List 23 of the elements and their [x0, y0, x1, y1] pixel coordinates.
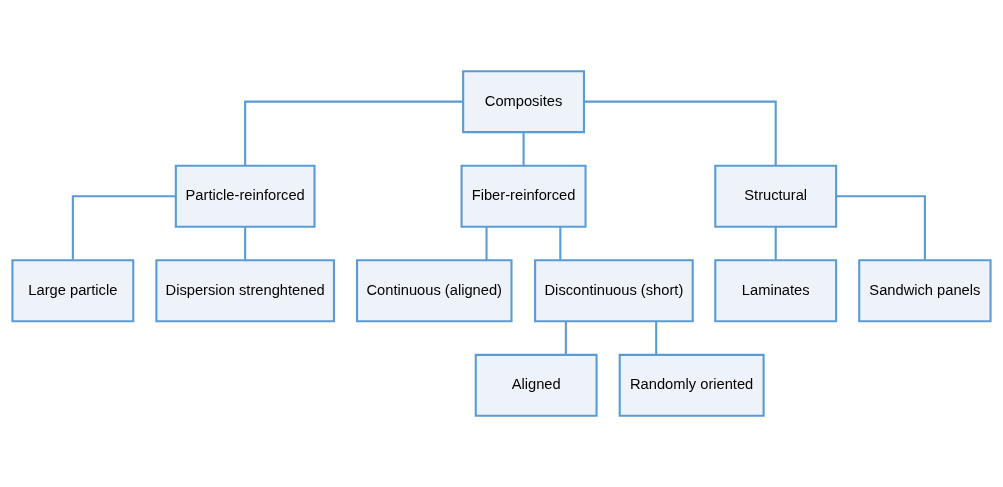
connector — [244, 100, 464, 166]
connector — [559, 227, 562, 261]
node-box: Continuous (aligned) — [356, 259, 513, 323]
node-box: Large particle — [11, 259, 135, 323]
connector — [564, 321, 567, 355]
connector — [522, 132, 525, 166]
node-box: Discontinuous (short) — [534, 259, 694, 323]
connector — [655, 321, 658, 355]
node-box: Aligned — [474, 353, 598, 417]
node-box: Structural — [714, 164, 838, 228]
node-box: Randomly oriented — [618, 353, 765, 417]
connector — [836, 195, 926, 260]
node-box: Fiber-reinforced — [460, 164, 587, 228]
node-box: Composites — [462, 70, 585, 134]
connector — [774, 227, 777, 261]
node-box: Sandwich panels — [858, 259, 992, 323]
connector — [485, 227, 488, 261]
node-box: Laminates — [714, 259, 838, 323]
node-box: Dispersion strenghtened — [155, 259, 335, 323]
connector — [244, 227, 247, 261]
node-box: Particle-reinforced — [174, 164, 316, 228]
connector — [71, 195, 176, 260]
connector — [584, 100, 777, 166]
